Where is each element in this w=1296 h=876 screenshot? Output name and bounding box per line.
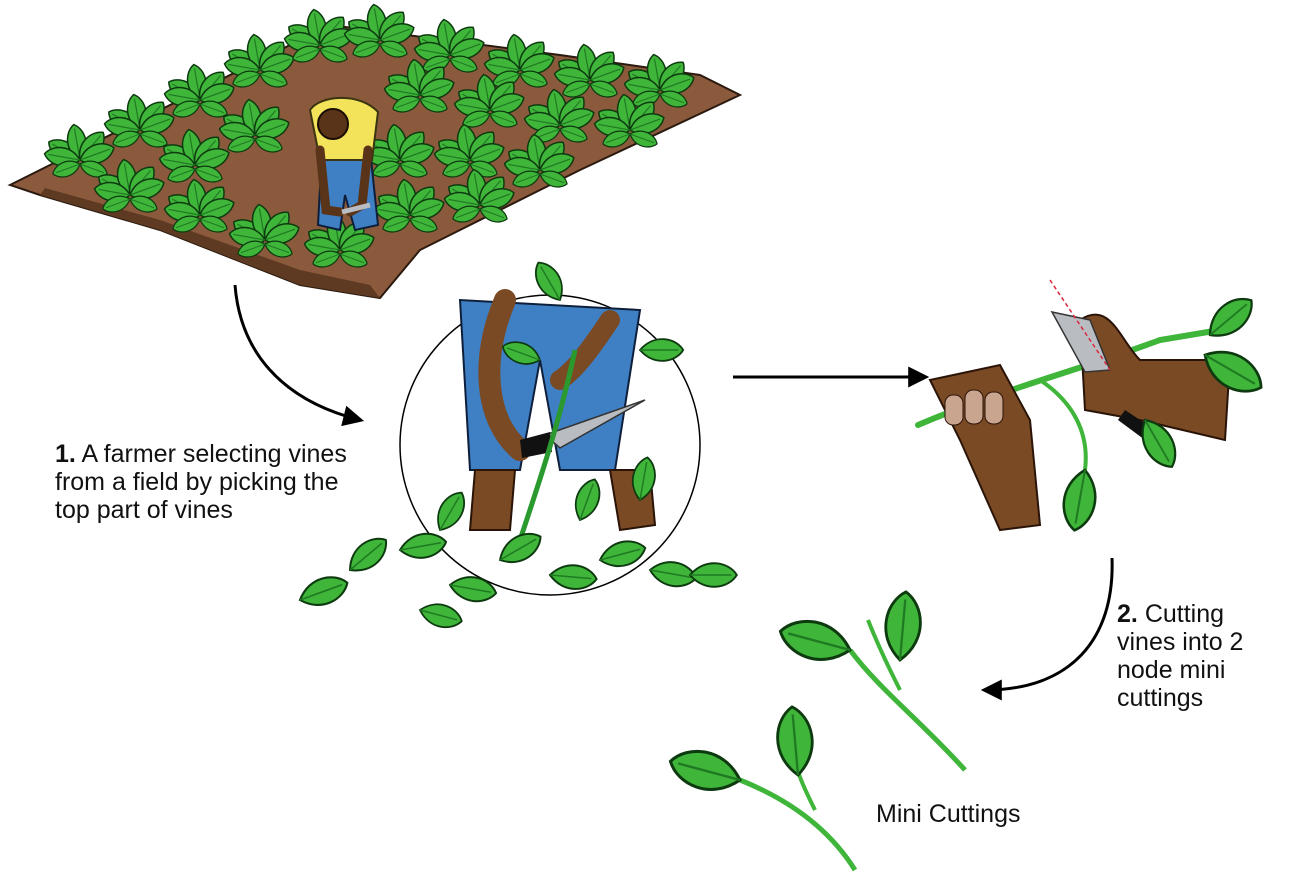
closeup-selecting-vines: [296, 257, 737, 632]
mini-cuttings: [666, 590, 965, 870]
arrow-cutting-to-minicuttings: [985, 558, 1112, 690]
hands-cutting-vine: [918, 280, 1269, 533]
step-2-number: 2.: [1117, 600, 1138, 628]
arrow-field-to-closeup: [235, 285, 360, 420]
sweetpotato-field: [10, 3, 740, 298]
step-1-text: A farmer selecting vines from a field by…: [55, 440, 347, 524]
mini-cuttings-label: Mini Cuttings: [876, 800, 1021, 828]
step-1-caption: 1. A farmer selecting vines from a field…: [55, 440, 355, 524]
step-2-caption: 2. Cutting vines into 2 node mini cuttin…: [1117, 600, 1287, 712]
farmer: [310, 98, 378, 230]
step-1-number: 1.: [55, 440, 76, 468]
